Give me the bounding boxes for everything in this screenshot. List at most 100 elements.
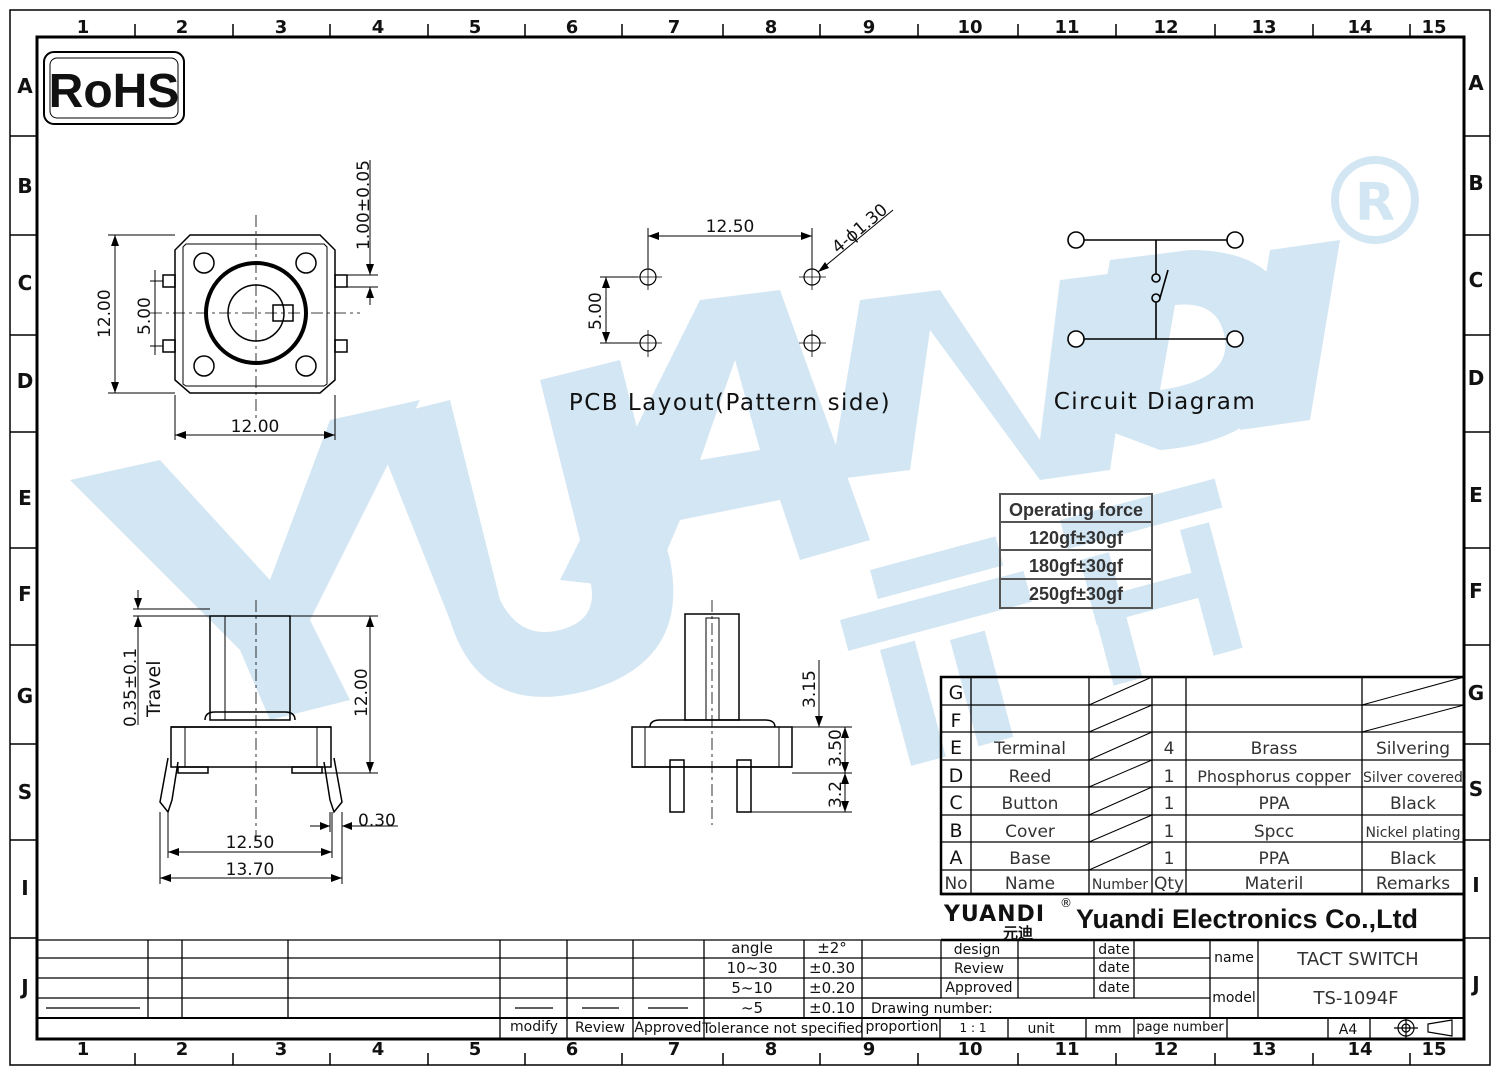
title-block — [37, 939, 1464, 1039]
bom-header: No — [944, 874, 967, 894]
grid-column-label: 9 — [863, 1039, 876, 1060]
bom-remarks: Silver covered — [1363, 770, 1463, 786]
projection-symbol-icon — [1394, 1018, 1453, 1038]
rohs-text: RoHS — [49, 65, 180, 118]
bom-header: Name — [1005, 874, 1055, 894]
grid-column-label: 8 — [765, 17, 778, 38]
bom-remarks: Nickel plating — [1365, 825, 1460, 841]
grid-row-label: I — [21, 876, 28, 900]
grid-row-label: F — [18, 582, 32, 606]
grid-column-label: 6 — [566, 1039, 579, 1060]
grid-column-label: 12 — [1153, 17, 1178, 38]
top-view — [108, 160, 378, 440]
grid-column-label: 14 — [1347, 1039, 1372, 1060]
svg-text:R: R — [1355, 173, 1395, 233]
bom-name: Terminal — [993, 739, 1066, 759]
bom-qty: 1 — [1164, 794, 1175, 814]
grid-column-label: 8 — [765, 1039, 778, 1060]
grid-row-label: G — [17, 684, 33, 708]
dim-total-span: 13.70 — [226, 860, 275, 880]
grid-column-label: 4 — [372, 1039, 385, 1060]
bom-remarks: Black — [1390, 849, 1436, 869]
dim-stem: 3.15 — [800, 670, 820, 708]
grid-column-label: 4 — [372, 17, 385, 38]
bom-no: E — [950, 737, 962, 759]
bom-header: Remarks — [1376, 874, 1450, 894]
force-table-header: Operating force — [1009, 500, 1143, 520]
grid-column-label: 7 — [668, 1039, 681, 1060]
bom-no: D — [949, 765, 964, 787]
dim-top-height: 12.00 — [95, 289, 115, 338]
tolerance-value: ±0.30 — [809, 959, 855, 977]
rohs-badge: RoHS — [43, 51, 185, 125]
revision-review: Review — [575, 1020, 625, 1036]
pcb-dim-vertical: 5.00 — [586, 292, 606, 330]
watermark: R — [70, 156, 1419, 766]
force-table — [999, 493, 1153, 609]
bom-header: Number — [1092, 877, 1148, 893]
grid-row-label: C — [18, 271, 33, 295]
grid-row-label: D — [17, 369, 34, 393]
pcb-dim-horizontal: 12.50 — [706, 217, 755, 237]
bom-remarks: Black — [1390, 794, 1436, 814]
dim-pin-span: 12.50 — [226, 833, 275, 853]
grid-column-label: 10 — [957, 17, 982, 38]
grid-column-label: 11 — [1054, 1039, 1079, 1060]
pcb-title: PCB Layout(Pattern side) — [569, 390, 891, 416]
grid-row-label: B — [1468, 171, 1483, 195]
bom-no: G — [949, 682, 964, 704]
bom-table — [939, 675, 1466, 942]
watermark-chinese — [839, 478, 1243, 766]
review-label: Review — [954, 961, 1004, 977]
grid-column-label: 7 — [668, 17, 681, 38]
grid-column-label: 11 — [1054, 17, 1079, 38]
bom-qty: 1 — [1164, 767, 1175, 787]
grid-column-label: 14 — [1347, 17, 1372, 38]
approved-label: Approved — [945, 980, 1012, 996]
grid-row-label: I — [1472, 873, 1479, 897]
grid-column-label: 1 — [77, 1039, 90, 1060]
page-number-label: page number — [1136, 1020, 1224, 1035]
bom-no: B — [949, 820, 962, 842]
bom-material: PPA — [1258, 794, 1289, 814]
grid-column-label: 2 — [176, 17, 189, 38]
grid-column-label: 13 — [1251, 17, 1276, 38]
model-label: model — [1212, 990, 1256, 1006]
tolerance-range: ~5 — [741, 999, 763, 1017]
company-name: Yuandi Electronics Co.,Ltd — [1076, 904, 1418, 934]
circuit-title: Circuit Diagram — [1054, 389, 1257, 415]
travel-label: Travel — [143, 661, 165, 718]
proportion-label: proportion — [866, 1019, 939, 1035]
grid-row-label: B — [17, 174, 32, 198]
grid-column-label: 6 — [566, 17, 579, 38]
grid-column-label: 12 — [1153, 1039, 1178, 1060]
company-logo-reg: ® — [1060, 896, 1072, 910]
grid-row-label: S — [1469, 777, 1483, 801]
dim-pin-thickness: 0.30 — [358, 811, 396, 831]
bom-material: PPA — [1258, 849, 1289, 869]
company-logo: YUANDI 元迪 ® — [943, 896, 1072, 942]
pcb-layout — [600, 209, 894, 357]
date-label: date — [1098, 980, 1130, 996]
name-value: TACT SWITCH — [1296, 949, 1418, 970]
grid-row-label: E — [1469, 483, 1483, 507]
grid-row-label: F — [1469, 579, 1483, 603]
grid-row-label: J — [1470, 972, 1479, 996]
grid-column-label: 5 — [469, 1039, 482, 1060]
dim-travel: 0.35±0.1 — [121, 648, 141, 727]
dim-top-width: 12.00 — [231, 417, 280, 437]
grid-column-label: 5 — [469, 17, 482, 38]
bom-name: Reed — [1009, 767, 1052, 787]
unit-label: unit — [1027, 1021, 1055, 1037]
company-logo-text: YUANDI — [943, 902, 1045, 927]
bom-header: Qty — [1154, 874, 1184, 894]
revision-modify: modify — [510, 1019, 558, 1035]
grid-row-label: S — [18, 780, 32, 804]
bom-no: F — [951, 710, 962, 732]
grid-column-label: 3 — [275, 1039, 288, 1060]
grid-column-label: 2 — [176, 1039, 189, 1060]
scale-value: 1 : 1 — [960, 1021, 987, 1035]
drawing-number-label: Drawing number: — [871, 1001, 993, 1017]
